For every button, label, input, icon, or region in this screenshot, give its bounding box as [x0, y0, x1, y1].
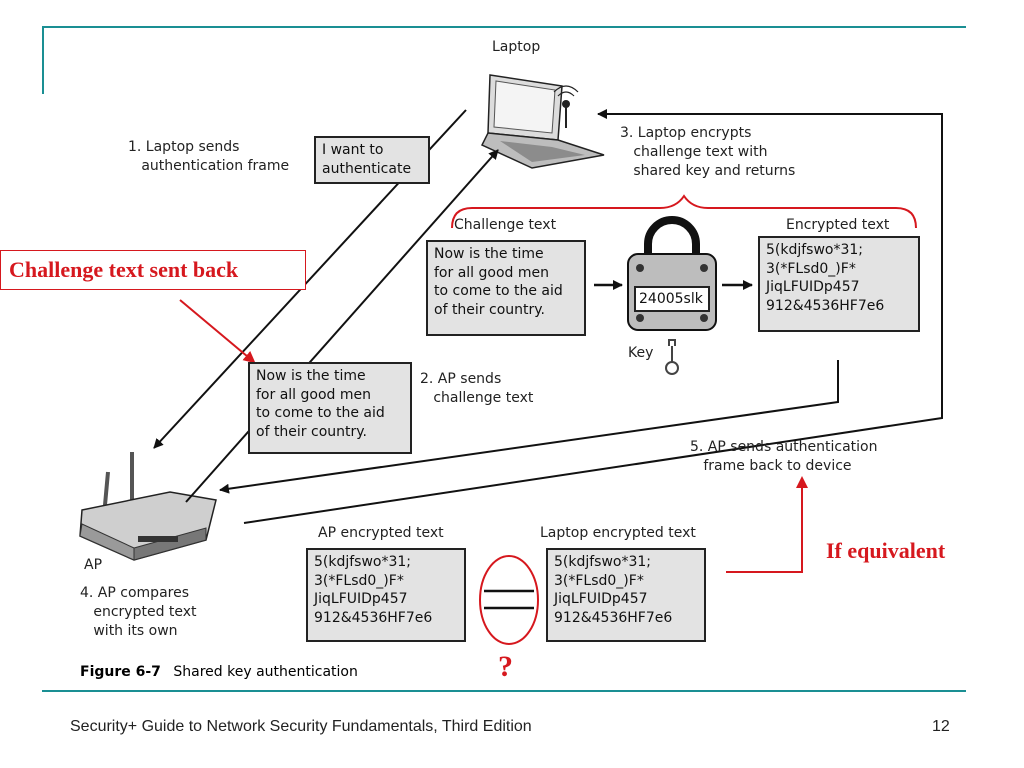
question-mark: ? [498, 650, 513, 683]
footer-page-number: 12 [932, 718, 950, 735]
step5-label: 5. AP sends authentication frame back to… [690, 439, 878, 474]
slide-frame-bottom-line [42, 690, 966, 692]
ap-encrypted-box: 5(kdjfswo*31; 3(*FLsd0_)F* JiqLFUIDp457 … [306, 548, 466, 642]
challenge-text-box: Now is the time for all good men to come… [426, 240, 586, 336]
padlock-icon [627, 216, 717, 331]
figure-caption: Figure 6-7 Shared key authentication [80, 664, 358, 680]
footer-book-title: Security+ Guide to Network Security Fund… [70, 718, 532, 735]
slide-frame-top-line [42, 26, 966, 28]
step1-label: 1. Laptop sends authentication frame [128, 139, 290, 174]
step4-label: 4. AP compares encrypted text with its o… [80, 585, 197, 639]
challenge-text-label: Challenge text [454, 217, 557, 233]
key-icon [665, 339, 679, 375]
lock-key-text: 24005slk [634, 286, 710, 312]
auth-request-box: I want to authenticate [314, 136, 430, 184]
step3-label: 3. Laptop encrypts challenge text with s… [620, 125, 796, 179]
encrypted-text-box: 5(kdjfswo*31; 3(*FLsd0_)F* JiqLFUIDp457 … [758, 236, 920, 332]
router-icon [79, 452, 217, 561]
if-equivalent-annotation: If equivalent [826, 538, 946, 563]
step2-label: 2. AP sends challenge text [420, 371, 534, 406]
figure-label: Figure 6-7 [80, 664, 161, 680]
encrypted-text-label: Encrypted text [786, 217, 890, 233]
laptop-encrypted-box: 5(kdjfswo*31; 3(*FLsd0_)F* JiqLFUIDp457 … [546, 548, 706, 642]
laptop-icon [480, 74, 605, 169]
laptop-label: Laptop [492, 39, 541, 55]
challenge-text-box-ap: Now is the time for all good men to come… [248, 362, 412, 454]
equals-circle [479, 555, 539, 645]
challenge-sent-back-annotation: Challenge text sent back [0, 250, 306, 290]
figure-title: Shared key authentication [173, 664, 358, 680]
key-label: Key [628, 345, 654, 361]
ap-label: AP [84, 557, 103, 573]
ap-encrypted-text-label: AP encrypted text [318, 525, 444, 541]
laptop-encrypted-text-label: Laptop encrypted text [540, 525, 696, 541]
slide-frame-left-line [42, 26, 44, 94]
